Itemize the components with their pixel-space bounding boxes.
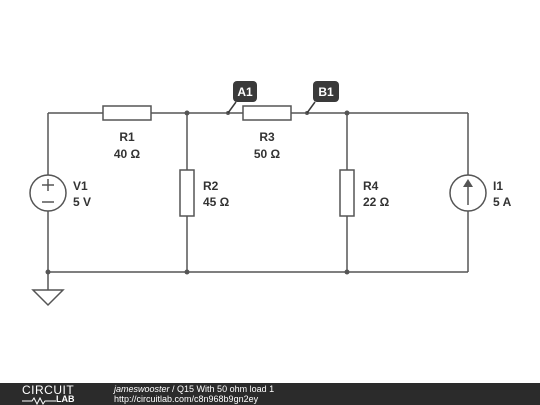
circuit-title: Q15 With 50 ohm load 1 [177, 384, 275, 394]
junction-dot [184, 269, 190, 275]
arrow-up-icon [463, 179, 473, 187]
resistor-r1[interactable] [102, 105, 152, 121]
v1-name: V1 [73, 179, 88, 193]
r1-value: 40 Ω [114, 147, 141, 161]
r2-name: R2 [203, 179, 219, 193]
junction-dot [344, 269, 350, 275]
r1-name: R1 [119, 130, 135, 144]
r4-value: 22 Ω [363, 195, 390, 209]
probe-b1[interactable]: B1 [306, 81, 339, 114]
author-link[interactable]: jameswooster [114, 384, 170, 394]
probe-a1[interactable]: A1 [227, 81, 257, 114]
junction-dot [344, 110, 350, 116]
logo-text-bottom: LAB [56, 394, 75, 404]
title-separator: / [169, 384, 178, 394]
i1-value: 5 A [493, 195, 512, 209]
probe-a1-label: A1 [237, 85, 253, 99]
circuit-schematic: A1 B1 R1 40 Ω R3 50 Ω R2 45 Ω R4 22 Ω V1… [29, 81, 512, 307]
resistor-r4[interactable] [339, 169, 355, 217]
voltage-source-v1[interactable] [29, 174, 67, 212]
ground-icon [31, 289, 65, 307]
probe-b1-label: B1 [318, 85, 334, 99]
resistor-squiggle-icon [22, 396, 56, 405]
resistor-r2[interactable] [179, 169, 195, 217]
v1-value: 5 V [73, 195, 91, 209]
circuit-url-link[interactable]: http://circuitlab.com/c8n968b9gn2ey [114, 394, 259, 404]
junction-dot [184, 110, 190, 116]
i1-name: I1 [493, 179, 503, 193]
footer-bar: CIRCUIT LAB jameswooster / Q15 With 50 o… [0, 383, 540, 405]
r2-value: 45 Ω [203, 195, 230, 209]
footer-title-line: jameswooster / Q15 With 50 ohm load 1 [114, 384, 274, 394]
circuitlab-logo[interactable]: CIRCUIT LAB [22, 384, 102, 405]
logo-text-top: CIRCUIT [22, 383, 75, 397]
current-source-i1[interactable] [449, 174, 487, 212]
r3-name: R3 [259, 130, 275, 144]
r4-name: R4 [363, 179, 379, 193]
junction-dot [45, 269, 51, 275]
resistor-r3[interactable] [242, 105, 292, 121]
r3-value: 50 Ω [254, 147, 281, 161]
